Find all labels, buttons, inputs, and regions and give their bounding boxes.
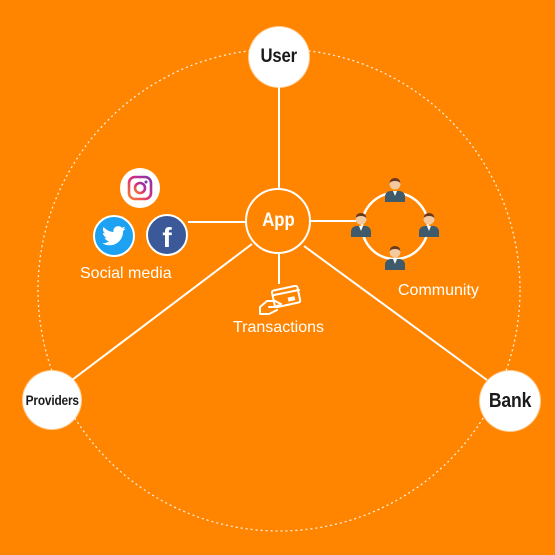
person-icon: [382, 176, 408, 202]
app-node-label: App: [261, 210, 295, 231]
credit-card-hand-icon: [257, 284, 303, 317]
bank-node-label: Bank: [488, 389, 532, 412]
line-app-providers: [71, 243, 253, 381]
user-node: User: [249, 27, 309, 87]
person-icon: [348, 211, 374, 237]
providers-node: Providers: [23, 371, 81, 429]
person-icon: [416, 211, 442, 237]
instagram-icon: [120, 168, 160, 208]
twitter-icon: [93, 215, 135, 257]
community-label: Community: [398, 282, 479, 299]
providers-node-label: Providers: [25, 392, 79, 408]
transactions-label: Transactions: [233, 319, 324, 336]
user-node-label: User: [260, 46, 298, 67]
bank-node: Bank: [480, 371, 540, 431]
facebook-glyph: f: [162, 222, 172, 253]
app-node: App: [245, 188, 311, 254]
facebook-icon: f: [146, 214, 188, 256]
social-media-label: Social media: [80, 265, 172, 282]
person-icon: [382, 244, 408, 270]
line-app-bank: [303, 245, 488, 381]
